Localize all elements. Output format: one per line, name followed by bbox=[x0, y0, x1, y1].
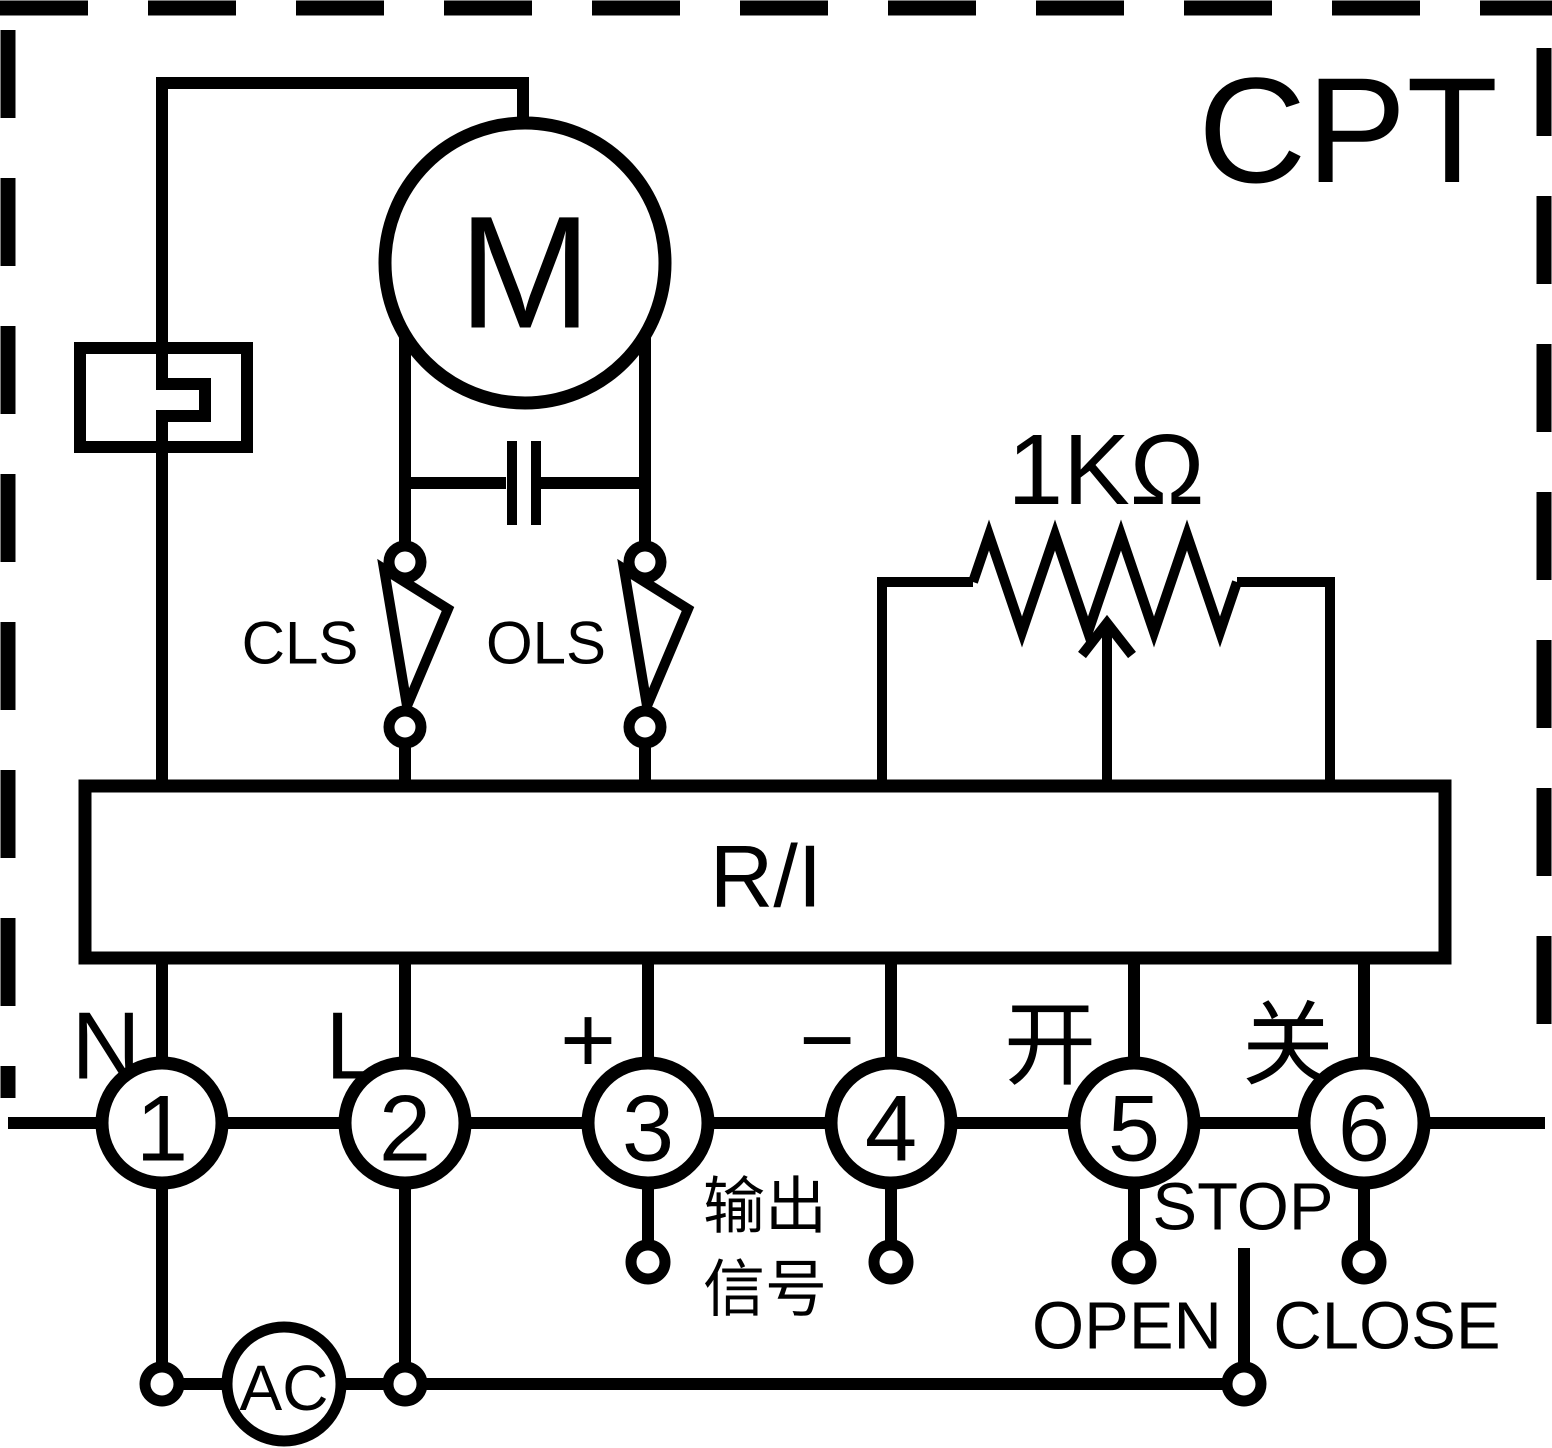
terminal-1-number: 1 bbox=[136, 1076, 188, 1181]
open-label: OPEN bbox=[1032, 1289, 1222, 1364]
terminal-5-designation: 开 bbox=[1004, 995, 1096, 1097]
bottom-annotations: 输出 信号 STOP OPEN CLOSE bbox=[703, 1170, 1501, 1364]
stop-branch bbox=[1221, 1248, 1267, 1407]
potentiometer-symbol: 1KΩ bbox=[877, 414, 1335, 786]
thermal-protector-symbol bbox=[74, 342, 253, 453]
output-signal-label-line2: 信号 bbox=[703, 1256, 827, 1325]
terminal-4-number: 4 bbox=[865, 1076, 917, 1181]
terminal-2: 2 bbox=[338, 1056, 472, 1190]
terminal-5-open-contact bbox=[1111, 1239, 1157, 1285]
potentiometer-label: 1KΩ bbox=[1007, 414, 1204, 526]
ri-to-terminal-wires bbox=[156, 958, 1370, 1063]
terminal-block: 1 2 3 4 5 6 bbox=[95, 1056, 1431, 1190]
ols-switch-top-contact bbox=[623, 540, 667, 584]
potentiometer-left-lead bbox=[877, 577, 973, 786]
ri-converter-block: R/I bbox=[78, 779, 1452, 965]
ri-converter-box bbox=[78, 779, 1452, 965]
terminal-1: 1 bbox=[95, 1056, 229, 1190]
close-label: CLOSE bbox=[1273, 1289, 1500, 1364]
ols-switch-label: OLS bbox=[486, 610, 606, 677]
diagram-title: CPT bbox=[1198, 46, 1498, 214]
motor-label: M bbox=[458, 183, 591, 362]
ac-left-contact bbox=[139, 1361, 185, 1407]
terminal-6: 6 bbox=[1297, 1056, 1431, 1190]
potentiometer-wiper-arrowhead bbox=[1078, 614, 1136, 659]
terminal-4: 4 bbox=[824, 1056, 958, 1190]
output-signal-label-line1: 输出 bbox=[703, 1173, 827, 1242]
terminal-5-number: 5 bbox=[1108, 1076, 1160, 1181]
terminal-3-open-contact bbox=[625, 1239, 671, 1285]
capacitor-symbol bbox=[405, 441, 645, 525]
cls-switch-label: CLS bbox=[242, 610, 359, 677]
ols-switch-blade bbox=[617, 558, 695, 724]
cls-switch-bottom-contact bbox=[383, 705, 427, 749]
ri-converter-label: R/I bbox=[710, 827, 822, 926]
ac-source-label: AC bbox=[240, 1352, 329, 1424]
ols-limit-switch-symbol: OLS bbox=[486, 540, 695, 786]
cls-switch-top-contact bbox=[383, 540, 427, 584]
terminal-5: 5 bbox=[1067, 1056, 1201, 1190]
terminal-lower-stubs bbox=[156, 1183, 1387, 1366]
stop-contact bbox=[1221, 1361, 1267, 1407]
cls-switch-blade bbox=[377, 558, 455, 724]
terminal-6-open-contact bbox=[1341, 1239, 1387, 1285]
terminal-4-open-contact bbox=[868, 1239, 914, 1285]
terminal-2-number: 2 bbox=[379, 1076, 431, 1181]
motor-symbol: M bbox=[378, 116, 672, 410]
potentiometer-resistor-zigzag bbox=[968, 519, 1242, 648]
terminal-3: 3 bbox=[581, 1056, 715, 1190]
potentiometer-right-lead bbox=[1237, 577, 1335, 786]
terminal-3-number: 3 bbox=[622, 1076, 674, 1181]
ac-right-contact bbox=[382, 1361, 428, 1407]
cls-limit-switch-symbol: CLS bbox=[242, 540, 455, 786]
neutral-feed-wire bbox=[156, 77, 529, 786]
ac-source-circuit: AC bbox=[139, 1321, 1227, 1447]
terminal-designation-labels: N L + − 开 关 bbox=[71, 987, 1334, 1100]
terminal-6-number: 6 bbox=[1338, 1076, 1390, 1181]
ols-switch-bottom-contact bbox=[623, 705, 667, 749]
stop-label: STOP bbox=[1152, 1170, 1333, 1245]
dashed-border bbox=[0, 0, 1552, 1098]
